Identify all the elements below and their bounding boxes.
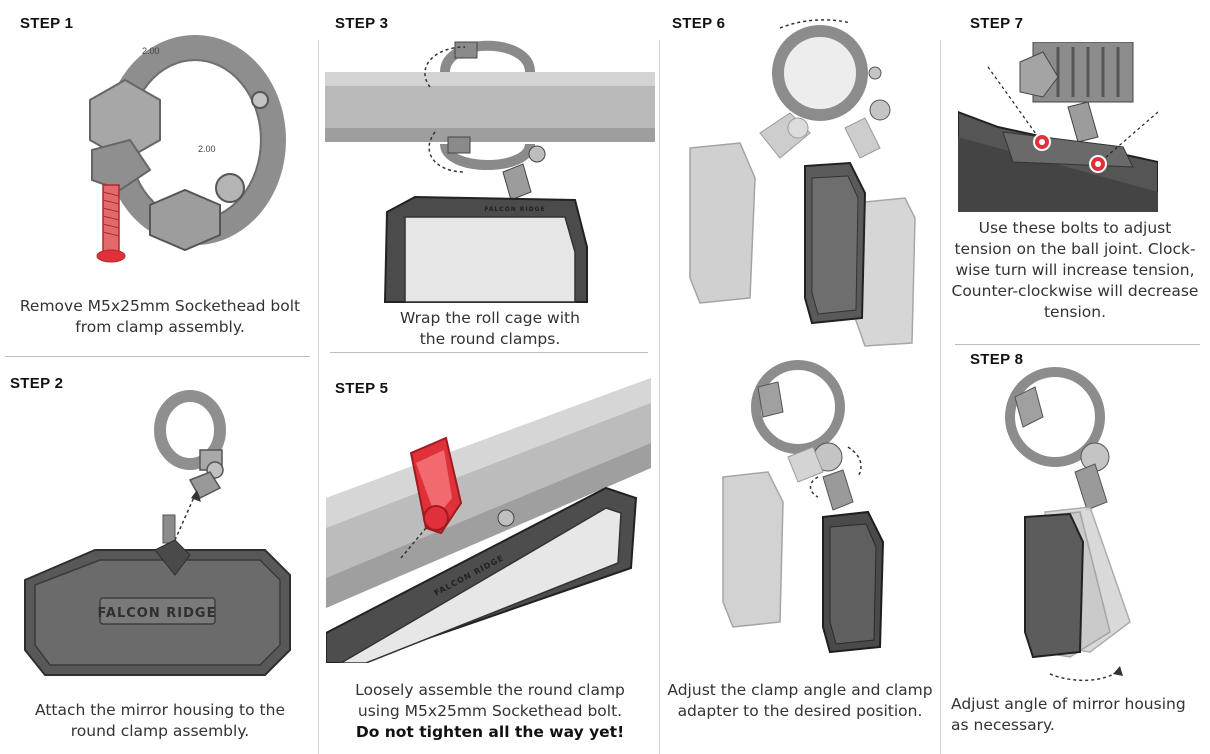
step3-brand-label: FALCON RIDGE <box>484 206 545 213</box>
step6-adjust-top-illustration <box>689 19 916 347</box>
step3-caption-line-2: the round clamps. <box>419 330 561 348</box>
step3-title: STEP 3 <box>335 15 389 32</box>
step6-title: STEP 6 <box>672 15 726 32</box>
step1-clamp-illustration: 2.00 2.00 <box>89 35 286 263</box>
step7-caption-line-5: tension. <box>1043 303 1107 321</box>
step5-caption: Loosely assemble the round clamp using M… <box>320 680 660 743</box>
step1-caption: Remove M5x25mm Sockethead bolt from clam… <box>5 296 315 338</box>
step5-title: STEP 5 <box>335 380 389 397</box>
row-divider-col1 <box>5 356 310 357</box>
step6-adjust-bottom-illustration <box>722 360 885 654</box>
step6-caption-line-2: adapter to the desired position. <box>677 702 923 720</box>
step2-caption-line-2: round clamp assembly. <box>70 722 250 740</box>
column-divider-2 <box>659 40 660 754</box>
step7-tension-bolts-illustration <box>958 42 1158 212</box>
step6-caption-line-1: Adjust the clamp angle and clamp <box>667 681 933 699</box>
step2-brand-label: FALCON RIDGE <box>98 606 217 621</box>
row-divider-col4 <box>955 344 1200 345</box>
step5-caption-line-1: Loosely assemble the round clamp <box>355 681 625 699</box>
step5-caption-line-2: using M5x25mm Sockethead bolt. <box>357 702 623 720</box>
step7-caption-line-2: tension on the ball joint. Clock- <box>954 240 1196 258</box>
row-divider-col2 <box>330 352 648 353</box>
step5-loose-clamp-illustration: FALCON RIDGE <box>326 378 651 663</box>
step1-clamp-mark-2: 2.00 <box>198 144 216 154</box>
step8-caption: Adjust angle of mirror housing as necess… <box>945 694 1201 736</box>
step8-caption-line-1: Adjust angle of mirror housing <box>951 695 1186 713</box>
step3-caption-line-1: Wrap the roll cage with <box>400 309 580 327</box>
step8-caption-line-2: as necessary. <box>951 716 1055 734</box>
step2-mirror-housing-illustration: FALCON RIDGE <box>24 390 291 676</box>
step8-mirror-angle-illustration <box>1005 367 1131 682</box>
column-divider-3 <box>940 40 941 754</box>
step2-caption-line-1: Attach the mirror housing to the <box>35 701 285 719</box>
column-divider-1 <box>318 40 319 754</box>
step8-title: STEP 8 <box>970 351 1024 368</box>
step5-warning: Do not tighten all the way yet! <box>355 723 625 741</box>
step3-caption: Wrap the roll cage with the round clamps… <box>320 308 660 350</box>
step7-title: STEP 7 <box>970 15 1024 32</box>
step7-caption-line-3: wise turn will increase tension, <box>955 261 1195 279</box>
step1-title: STEP 1 <box>20 15 74 32</box>
step3-roll-cage-illustration: FALCON RIDGE <box>325 40 655 303</box>
step1-caption-line-1: Remove M5x25mm Sockethead bolt <box>19 297 301 315</box>
step2-caption: Attach the mirror housing to the round c… <box>5 700 315 742</box>
step2-title: STEP 2 <box>10 375 64 392</box>
step7-caption-line-4: Counter-clockwise will decrease <box>951 282 1199 300</box>
step6-caption: Adjust the clamp angle and clamp adapter… <box>662 680 938 722</box>
step1-caption-line-2: from clamp assembly. <box>75 318 245 336</box>
step1-clamp-mark-1: 2.00 <box>142 46 160 56</box>
step7-caption-line-1: Use these bolts to adjust <box>978 219 1172 237</box>
step7-caption: Use these bolts to adjust tension on the… <box>945 218 1205 323</box>
